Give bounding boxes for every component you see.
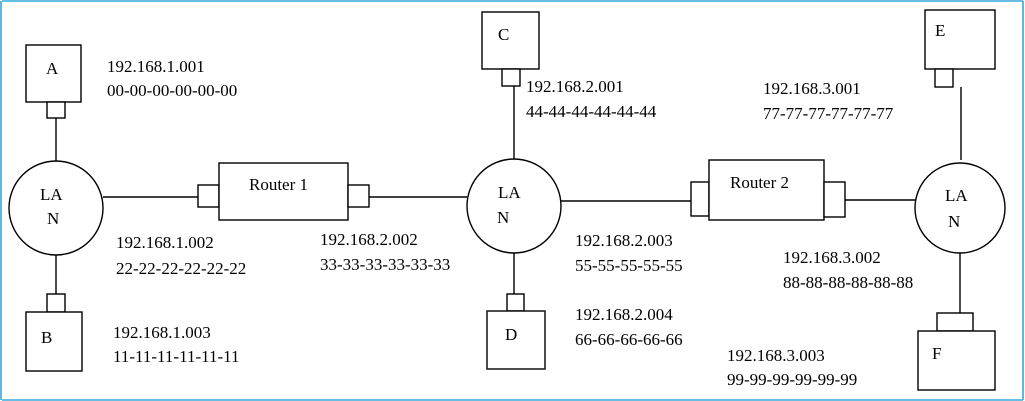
host-e-ip: 192.168.3.001 bbox=[763, 79, 861, 98]
host-b-mac: 11-11-11-11-11-11 bbox=[113, 347, 240, 366]
lan-1-label-line1: LA bbox=[40, 185, 63, 204]
lan-2: LA N bbox=[466, 158, 562, 254]
host-c-ip: 192.168.2.001 bbox=[526, 77, 624, 96]
router-1-right-ip: 192.168.2.002 bbox=[320, 230, 418, 249]
host-a: A bbox=[25, 44, 82, 163]
router-2: Router 2 bbox=[690, 159, 846, 221]
host-a-mac: 00-00-00-00-00-00 bbox=[107, 81, 237, 100]
host-b: B bbox=[25, 255, 83, 372]
host-a-label: A bbox=[46, 59, 59, 78]
router-1-left-ip: 192.168.1.002 bbox=[116, 233, 214, 252]
host-d-mac: 66-66-66-66-66 bbox=[575, 330, 683, 349]
lan-2-label-line2: N bbox=[497, 208, 509, 227]
host-e: E bbox=[924, 9, 996, 160]
host-f-mac: 99-99-99-99-99-99 bbox=[727, 370, 857, 389]
lan-3-label-line1: LA bbox=[945, 186, 968, 205]
router-2-label: Router 2 bbox=[730, 173, 789, 192]
host-f-label: F bbox=[932, 344, 941, 363]
host-c: C bbox=[481, 11, 540, 159]
host-f: F bbox=[917, 253, 996, 391]
host-a-ip: 192.168.1.001 bbox=[107, 57, 205, 76]
host-e-mac: 77-77-77-77-77-77 bbox=[763, 104, 894, 123]
host-d: D bbox=[486, 253, 546, 370]
router-1: Router 1 bbox=[197, 162, 370, 221]
host-c-label: C bbox=[498, 25, 509, 44]
host-e-label: E bbox=[935, 21, 945, 40]
host-f-ip: 192.168.3.003 bbox=[727, 346, 825, 365]
host-c-mac: 44-44-44-44-44-44 bbox=[526, 102, 657, 121]
router-1-label: Router 1 bbox=[249, 175, 308, 194]
host-d-label: D bbox=[505, 325, 517, 344]
lan-3-label-line2: N bbox=[948, 212, 960, 231]
lan-2-label-line1: LA bbox=[498, 183, 521, 202]
router-2-left-ip: 192.168.2.003 bbox=[575, 231, 673, 250]
lan-1-label-line2: N bbox=[47, 209, 59, 228]
router-2-right-ip: 192.168.3.002 bbox=[783, 248, 881, 267]
lan-3: LA N bbox=[914, 162, 1006, 254]
host-d-ip: 192.168.2.004 bbox=[575, 305, 673, 324]
lan-1: LA N bbox=[8, 160, 104, 256]
router-1-left-mac: 22-22-22-22-22-22 bbox=[116, 259, 246, 278]
host-b-ip: 192.168.1.003 bbox=[113, 323, 211, 342]
host-b-label: B bbox=[41, 328, 52, 347]
router-2-right-mac: 88-88-88-88-88-88 bbox=[783, 273, 913, 292]
router-2-left-mac: 55-55-55-55-55 bbox=[575, 256, 683, 275]
router-1-right-mac: 33-33-33-33-33-33 bbox=[320, 255, 450, 274]
